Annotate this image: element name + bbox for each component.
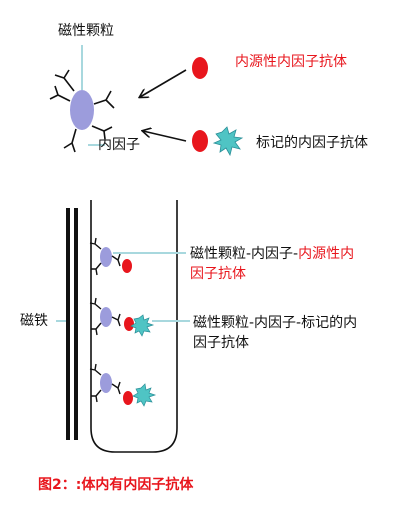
magnetic-particle-shape — [70, 90, 94, 130]
complex-particle — [100, 247, 112, 267]
magnet-label: 磁铁 — [20, 313, 48, 329]
endogenous-antibody-group — [140, 57, 208, 97]
label-star-icon — [130, 314, 155, 337]
magnet-bar — [66, 208, 70, 440]
intrinsic-factor-y-shapes — [49, 69, 115, 153]
intrinsic-factor-y — [91, 125, 113, 140]
complex-antibody — [122, 259, 132, 273]
label-star-icon — [212, 126, 244, 157]
intrinsic-factor-y — [49, 85, 71, 102]
complex-2 — [89, 297, 190, 337]
labeled-antibody-group — [143, 126, 244, 157]
magnet-group — [56, 208, 78, 440]
complex-1-label-line-2: 因子抗体 — [190, 266, 246, 282]
intrinsic-factor-y — [54, 69, 75, 92]
label-star-icon — [132, 383, 157, 407]
complex-y-shapes — [89, 297, 121, 336]
top-particle-group — [49, 45, 115, 153]
endogenous-antibody-arrow — [140, 69, 187, 97]
complex-1-label-part-2: 内源性内 — [298, 246, 355, 262]
magnet-bar — [74, 208, 78, 440]
complex-2-label-line-2: 因子抗体 — [193, 335, 249, 351]
endogenous-antibody-label: 内源性内因子抗体 — [235, 54, 347, 70]
complex-1 — [89, 237, 186, 276]
complex-antibody — [123, 391, 133, 405]
figure-caption: 图2：:体内有内因子抗体 — [38, 477, 194, 493]
test-tube — [90, 200, 178, 453]
intrinsic-factor-label: 内因子 — [98, 137, 140, 153]
intrinsic-factor-y — [63, 128, 77, 153]
complex-1-label-line-1: 磁性颗粒-内因子-内源性内 — [190, 245, 354, 263]
complex-3 — [89, 363, 157, 407]
complex-antibody — [124, 317, 134, 331]
labeled-antibody-arrow — [143, 131, 187, 142]
complex-particle — [100, 307, 112, 327]
complex-1-label-part-1: 磁性颗粒-内因子- — [190, 246, 299, 262]
endogenous-antibody-shape — [192, 57, 208, 79]
magnetic-particle-label: 磁性颗粒 — [58, 23, 114, 39]
intrinsic-factor-y — [93, 90, 115, 109]
labeled-antibody-label: 标记的内因子抗体 — [256, 135, 368, 151]
complex-2-label-line-1: 磁性颗粒-内因子-标记的内 — [193, 315, 358, 331]
complex-y-shapes — [89, 363, 121, 403]
complex-particle — [100, 373, 112, 393]
labeled-antibody-shape — [192, 130, 208, 152]
complex-y-shapes — [89, 237, 121, 276]
